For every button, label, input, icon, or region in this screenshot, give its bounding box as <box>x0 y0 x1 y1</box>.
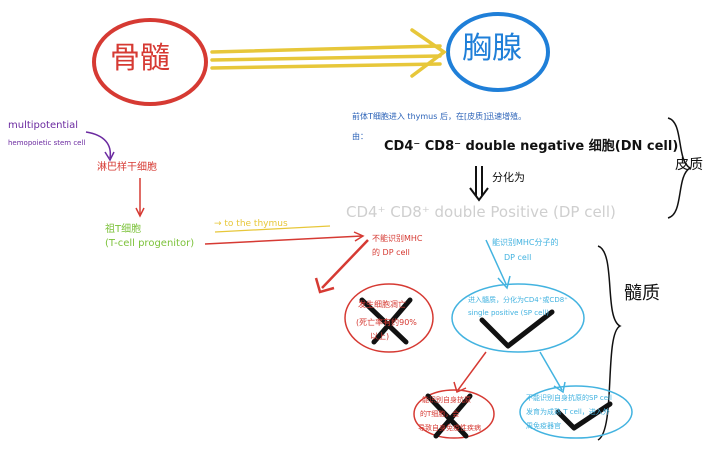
arrow-to-apoptosis <box>321 239 369 289</box>
dp-cell-label: CD4⁺ CD8⁺ double Positive (DP cell) <box>346 203 616 221</box>
lymphoid-progenitor-label: 淋巴样干细胞 <box>97 162 157 173</box>
thymus-label: 胸腺 <box>462 31 522 66</box>
mature-check <box>555 401 613 431</box>
bone-marrow-circle <box>92 18 208 106</box>
red-arrow-to-dp <box>204 235 363 245</box>
mature-line1: 不能识别自身抗原的SP cell <box>526 394 612 402</box>
positive-check <box>479 309 555 349</box>
note-line1: 前体T细胞进入 thymus 后，在[皮质]迅速增殖。 <box>352 112 527 121</box>
t-progenitor-label-line2: (T-cell progenitor) <box>105 238 195 249</box>
hsc-label-line1: multipotential <box>8 120 79 131</box>
apoptosis-line3: 以上) <box>370 332 390 341</box>
migration-arrow <box>210 28 447 78</box>
positive-ellipse <box>451 283 585 353</box>
self-reactive-line1: 能识别自身抗原 <box>422 396 471 404</box>
apoptosis-line1: 发生细胞凋亡 <box>358 300 406 309</box>
differentiation-arrow <box>469 166 489 202</box>
mhc-line2: DP cell <box>504 253 532 262</box>
medulla-label: 髓质 <box>624 283 660 304</box>
medulla-brace <box>597 245 622 441</box>
apoptosis-cross <box>359 297 413 345</box>
no-mhc-line1: 不能识别MHC <box>372 234 423 243</box>
arrow-to-self-reactive <box>457 351 487 391</box>
to-thymus-arrow <box>214 225 331 233</box>
mature-ellipse <box>519 385 633 439</box>
no-mhc-line2: 的 DP cell <box>372 248 410 257</box>
cortex-label: 皮质 <box>675 157 703 173</box>
arrow-to-mature <box>539 351 563 391</box>
note-line2: 由： <box>352 132 368 141</box>
dn-cell-label: CD4⁻ CD8⁻ double negative 细胞(DN cell) <box>384 139 679 154</box>
self-reactive-cross <box>425 393 473 439</box>
differentiate-label: 分化为 <box>492 171 525 184</box>
self-reactive-line2: 的T细胞，会 <box>420 410 460 418</box>
mature-line2: 发育为成熟 T cell，进入外 <box>526 408 610 416</box>
mature-line3: 周免疫器官 <box>526 422 561 430</box>
self-reactive-line3: 导致自身免疫性疾病 <box>418 424 481 432</box>
single-positive-line2: single positive (SP cell) <box>468 309 550 317</box>
self-reactive-ellipse <box>413 389 495 439</box>
bone-marrow-label: 骨髓 <box>110 41 170 76</box>
hsc-arrow <box>85 131 112 159</box>
apoptosis-line2: (死亡率有约90% <box>356 318 417 327</box>
single-positive-line1: 进入髓质，分化为CD4⁺或CD8⁺ <box>468 296 568 304</box>
thymus-circle <box>446 12 550 92</box>
arrow-to-positive <box>485 239 507 285</box>
t-progenitor-label-line1: 祖T细胞 <box>105 224 142 235</box>
mhc-line1: 能识别MHC分子的 <box>492 238 559 247</box>
apoptosis-ellipse <box>344 283 434 353</box>
cortex-brace <box>667 117 692 219</box>
hsc-label-line2: hemopoietic stem cell <box>8 139 86 147</box>
to-thymus-label: → to the thymus <box>214 219 288 229</box>
